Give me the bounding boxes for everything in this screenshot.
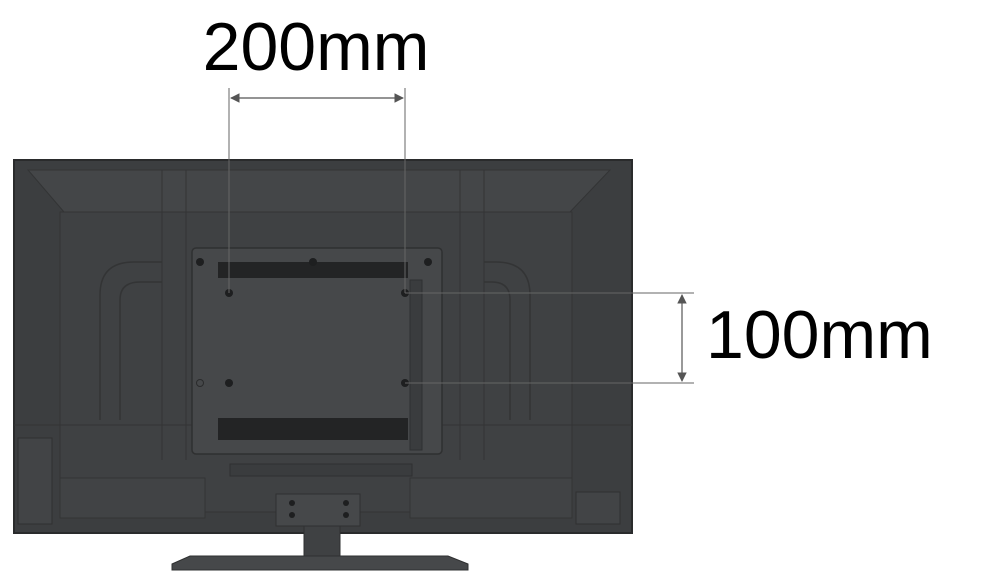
tv-bevel-top xyxy=(26,169,612,213)
vent-grille-bottom xyxy=(218,418,408,440)
vent-grille-top xyxy=(218,262,408,278)
horizontal-dimension-label: 200mm xyxy=(203,9,430,85)
vesa-hole xyxy=(225,379,233,387)
screw-hole xyxy=(196,258,204,266)
port-strip xyxy=(229,463,413,477)
handle-recess-right xyxy=(484,261,531,420)
side-panel-left xyxy=(17,437,53,525)
screw-hole xyxy=(196,379,204,387)
screw-hole xyxy=(424,258,432,266)
handle-recess-left xyxy=(99,261,162,420)
handle-recess-left-inner xyxy=(119,281,162,420)
screw-hole xyxy=(309,258,317,266)
mount-plate-body xyxy=(191,247,443,455)
stand-bracket xyxy=(275,493,361,527)
vertical-dimension-label: 100mm xyxy=(706,297,933,373)
stand-screw xyxy=(343,500,349,506)
stand-screw xyxy=(289,500,295,506)
lower-compartment-right xyxy=(409,477,573,519)
stand-screw xyxy=(289,512,295,518)
horizontal-dimension: 200mm xyxy=(203,9,430,293)
side-panel-right xyxy=(575,491,621,525)
cable-slot xyxy=(409,279,423,451)
handle-recess-right-inner xyxy=(484,281,511,420)
stand-base xyxy=(171,555,469,571)
stand-screw xyxy=(343,512,349,518)
mount-plate xyxy=(191,247,443,477)
lower-compartment-left xyxy=(59,477,206,519)
vertical-dimension: 100mm xyxy=(405,292,933,384)
tv-stand xyxy=(171,493,469,571)
